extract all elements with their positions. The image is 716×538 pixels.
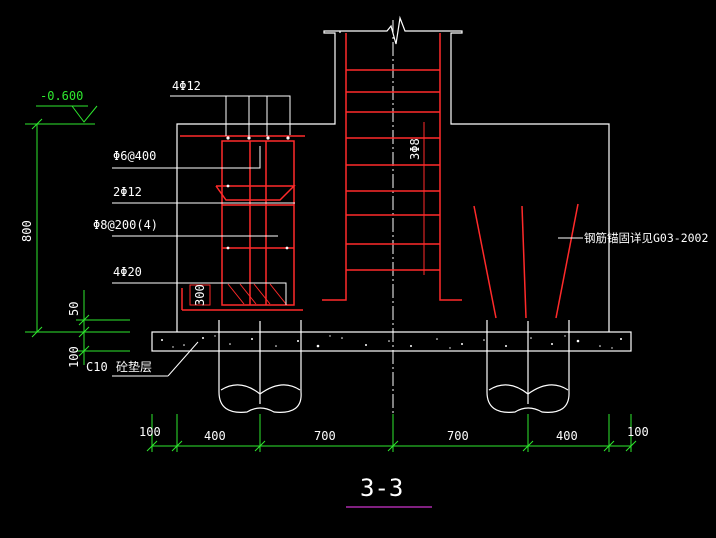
rebar-cage <box>180 33 579 319</box>
label-column-stirrups: 3Φ8 <box>408 138 422 160</box>
dim-height-800: 800 <box>20 220 34 242</box>
leader-top-bars <box>170 95 291 135</box>
label-c10: C10 <box>86 360 108 374</box>
cushion-slab <box>151 331 632 352</box>
label-bottom-bars: 4Φ20 <box>113 265 142 279</box>
hdim-4: 700 <box>447 429 469 443</box>
label-anchor-note: 钢筋锚固详见G03-2002 <box>584 231 708 245</box>
hdim-6: 100 <box>627 425 649 439</box>
rebar-dots <box>226 136 290 250</box>
dim-50: 50 <box>67 302 81 316</box>
label-middle-bars: 2Φ12 <box>113 185 142 199</box>
label-stirrup-2: Φ8@200(4) <box>93 218 158 232</box>
hdim-5: 400 <box>556 429 578 443</box>
column-bar-left <box>322 33 347 301</box>
anchor-bar-l2 <box>521 205 527 319</box>
label-cushion: 砼垫层 <box>116 359 152 374</box>
concrete-outline <box>151 15 632 413</box>
leader-stirrup-1 <box>112 146 261 169</box>
pile-left <box>218 320 302 413</box>
hdim-1: 100 <box>139 425 161 439</box>
beam-bottom-block <box>189 284 211 306</box>
elevation-label: -0.600 <box>40 89 83 103</box>
anchor-bar-l3 <box>555 203 579 319</box>
beam-cage-box <box>221 140 295 306</box>
leader-lines <box>112 95 583 377</box>
section-title: 3-3 <box>360 474 403 502</box>
label-height-300: 300 <box>193 284 207 306</box>
leader-cushion <box>167 341 199 377</box>
leader-bottom-bars <box>112 282 287 305</box>
label-top-bars: 4Φ12 <box>172 79 201 93</box>
vertical-dimensions <box>25 105 130 365</box>
anchor-bar-l1 <box>473 205 497 319</box>
hdim-3: 700 <box>314 429 336 443</box>
dim-100: 100 <box>67 346 81 368</box>
label-stirrup-1: Φ6@400 <box>113 149 156 163</box>
hdim-2: 400 <box>204 429 226 443</box>
cap-and-column-outline <box>176 15 610 332</box>
column-bar-right <box>439 33 462 301</box>
cushion-texture <box>161 335 622 349</box>
horizontal-dimensions <box>146 414 637 452</box>
pile-right <box>486 320 570 413</box>
